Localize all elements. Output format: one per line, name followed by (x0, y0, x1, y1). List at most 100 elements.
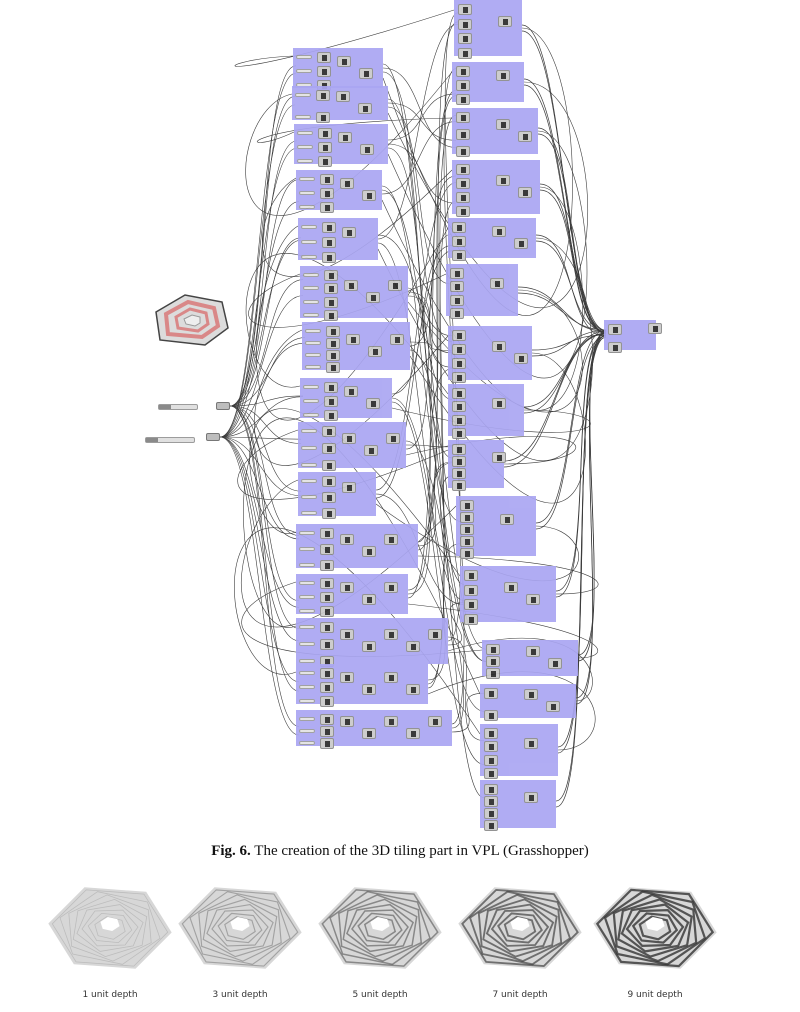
input-param[interactable] (299, 642, 315, 646)
component-node[interactable] (496, 119, 510, 130)
component-node[interactable] (384, 534, 398, 545)
component-node[interactable] (366, 398, 380, 409)
component-node[interactable] (342, 227, 356, 238)
component-node[interactable] (484, 808, 498, 819)
component-group[interactable] (300, 266, 408, 321)
component-node[interactable] (320, 606, 334, 617)
component-group[interactable] (454, 0, 522, 59)
input-param[interactable] (299, 671, 315, 675)
component-node[interactable] (498, 16, 512, 27)
component-group[interactable] (604, 320, 662, 353)
component-node[interactable] (500, 514, 514, 525)
input-param[interactable] (305, 329, 321, 333)
component-node[interactable] (460, 500, 474, 511)
component-group[interactable] (448, 326, 532, 383)
component-node[interactable] (450, 281, 464, 293)
component-group[interactable] (460, 566, 556, 625)
component-node[interactable] (360, 144, 374, 155)
component-node[interactable] (456, 192, 470, 203)
component-node[interactable] (362, 728, 376, 739)
component-group[interactable] (480, 684, 576, 721)
component-node[interactable] (384, 582, 398, 593)
component-node[interactable] (368, 346, 382, 357)
component-node[interactable] (524, 792, 538, 803)
component-node[interactable] (336, 91, 350, 102)
component-group[interactable] (296, 710, 452, 749)
component-node[interactable] (460, 512, 474, 523)
component-node[interactable] (460, 548, 474, 559)
component-group[interactable] (448, 440, 506, 491)
input-param[interactable] (303, 273, 319, 277)
component-group[interactable] (456, 496, 536, 559)
component-node[interactable] (320, 639, 334, 650)
component-node[interactable] (492, 226, 506, 237)
component-group[interactable] (302, 322, 410, 373)
component-node[interactable] (458, 18, 472, 30)
component-group[interactable] (298, 422, 406, 471)
component-node[interactable] (428, 716, 442, 727)
component-node[interactable] (452, 456, 466, 467)
component-node[interactable] (526, 594, 540, 605)
component-node[interactable] (340, 582, 354, 593)
input-param[interactable] (297, 131, 313, 135)
component-node[interactable] (322, 426, 336, 437)
component-node[interactable] (326, 326, 340, 337)
input-param[interactable] (301, 463, 317, 467)
slider-1-output-node[interactable] (216, 402, 230, 410)
component-node[interactable] (456, 66, 470, 77)
component-node[interactable] (452, 330, 466, 341)
component-node[interactable] (324, 382, 338, 393)
component-group[interactable] (298, 472, 376, 519)
component-group[interactable] (296, 664, 428, 707)
input-param[interactable] (301, 495, 317, 499)
component-node[interactable] (496, 175, 510, 186)
component-group[interactable] (293, 48, 383, 91)
component-node[interactable] (340, 716, 354, 727)
component-group[interactable] (296, 170, 382, 213)
component-node[interactable] (318, 142, 332, 153)
component-group[interactable] (296, 524, 418, 571)
component-node[interactable] (456, 146, 470, 157)
component-node[interactable] (456, 206, 470, 217)
component-node[interactable] (320, 696, 334, 707)
component-node[interactable] (456, 94, 470, 105)
component-node[interactable] (492, 341, 506, 352)
input-param[interactable] (299, 685, 315, 689)
component-group[interactable] (480, 780, 556, 831)
component-node[interactable] (320, 544, 334, 555)
component-node[interactable] (452, 344, 466, 355)
component-node[interactable] (452, 358, 466, 369)
component-node[interactable] (456, 80, 470, 91)
component-node[interactable] (450, 308, 464, 319)
input-param[interactable] (301, 225, 317, 229)
component-node[interactable] (340, 629, 354, 640)
component-node[interactable] (464, 614, 478, 625)
component-node[interactable] (317, 52, 331, 63)
component-node[interactable] (406, 641, 420, 652)
component-group[interactable] (448, 384, 524, 439)
component-node[interactable] (384, 672, 398, 683)
component-node[interactable] (518, 131, 532, 142)
component-group[interactable] (296, 618, 448, 667)
component-node[interactable] (322, 237, 336, 248)
input-param[interactable] (301, 429, 317, 433)
component-group[interactable] (298, 218, 378, 263)
component-node[interactable] (338, 132, 352, 143)
component-node[interactable] (324, 283, 338, 295)
input-param[interactable] (297, 159, 313, 163)
input-param[interactable] (303, 313, 319, 317)
component-node[interactable] (322, 460, 336, 471)
input-param[interactable] (299, 729, 315, 733)
component-group[interactable] (296, 574, 408, 617)
component-node[interactable] (324, 270, 338, 281)
input-param[interactable] (299, 609, 315, 613)
input-param[interactable] (296, 69, 312, 73)
component-node[interactable] (320, 714, 334, 725)
component-node[interactable] (464, 599, 478, 611)
component-group[interactable] (446, 264, 518, 319)
component-node[interactable] (388, 280, 402, 291)
input-param[interactable] (297, 145, 313, 149)
component-node[interactable] (342, 433, 356, 444)
component-node[interactable] (320, 528, 334, 539)
component-node[interactable] (456, 112, 470, 123)
